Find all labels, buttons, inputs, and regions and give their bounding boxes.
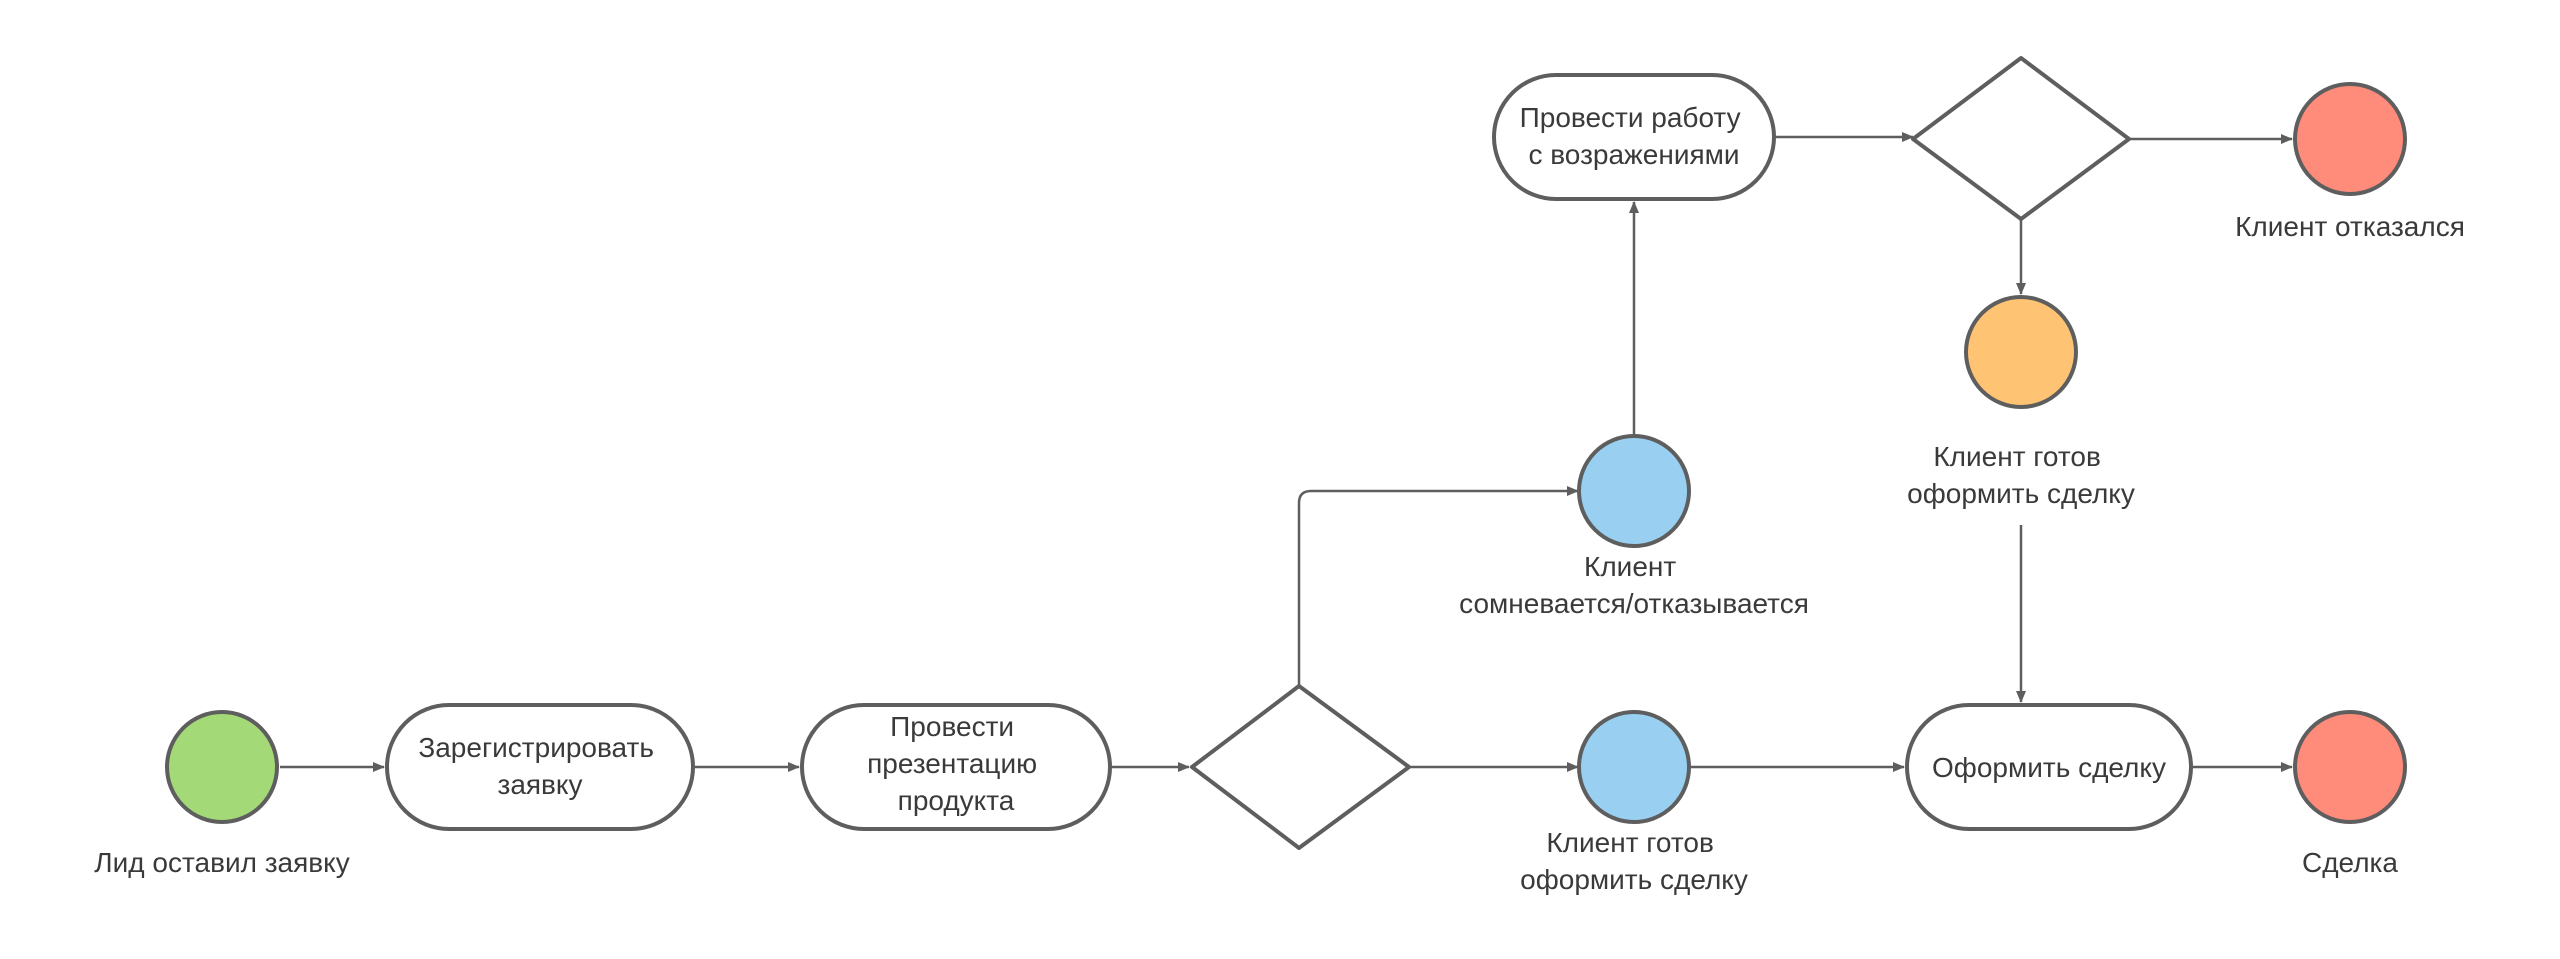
client-doubts-circle: [1577, 434, 1691, 548]
node-register: Зарегистрировать заявку: [385, 703, 695, 831]
objections-label: Провести работу с возражениями: [1520, 102, 1749, 170]
node-start: Лид оставил заявку: [94, 710, 350, 878]
presentation-label-line-1: Провести: [890, 711, 1014, 742]
presentation-label: Провести презентацию продукта: [867, 711, 1045, 816]
edge-decision1-clientdoubts: [1297, 486, 1579, 686]
client-ready-1-label: Клиент готов оформить сделку: [1520, 827, 1748, 895]
register-label: Зарегистрировать заявку: [418, 732, 661, 800]
decision-1-diamond: [1190, 684, 1411, 850]
presentation-label-line-3: продукта: [898, 785, 1015, 816]
node-client-doubts: Клиент сомневается/отказывается: [1459, 434, 1809, 619]
client-ready-2-label-line-1: Клиент готов: [1933, 441, 2100, 472]
objections-label-line-1: Провести работу: [1520, 102, 1741, 133]
objections-label-line-2: с возражениями: [1528, 139, 1739, 170]
node-client-refused: Клиент отказался: [2235, 82, 2465, 242]
client-ready-2-label: Клиент готов оформить сделку: [1907, 441, 2135, 509]
make-deal-label: Оформить сделку: [1932, 752, 2166, 783]
node-deal: Сделка: [2293, 710, 2407, 878]
client-refused-circle: [2293, 82, 2407, 196]
make-deal-box: [1905, 703, 2193, 831]
node-decision-1: [1190, 684, 1411, 850]
register-box: [385, 703, 695, 831]
register-label-line-2: заявку: [497, 769, 582, 800]
client-refused-label: Клиент отказался: [2235, 211, 2465, 242]
node-presentation: Провести презентацию продукта: [800, 703, 1112, 831]
node-client-ready-2: Клиент готов оформить сделку: [1907, 295, 2135, 509]
client-ready-2-label-line-2: оформить сделку: [1907, 478, 2135, 509]
client-doubts-label: Клиент сомневается/отказывается: [1459, 551, 1809, 619]
register-label-line-1: Зарегистрировать: [418, 732, 654, 763]
connectors: [280, 132, 2293, 772]
start-label: Лид оставил заявку: [94, 847, 349, 878]
objections-box: [1492, 73, 1776, 201]
node-decision-2: [1911, 56, 2131, 221]
client-ready-1-label-line-1: Клиент готов: [1546, 827, 1713, 858]
client-ready-1-circle: [1577, 710, 1691, 824]
decision-2-diamond: [1911, 56, 2131, 221]
start-circle: [165, 710, 279, 824]
client-doubts-label-line-1: Клиент: [1584, 551, 1676, 582]
presentation-box: [800, 703, 1112, 831]
client-ready-2-circle: [1964, 295, 2078, 409]
deal-label: Сделка: [2302, 847, 2398, 878]
node-objections: Провести работу с возражениями: [1492, 73, 1776, 201]
node-make-deal: Оформить сделку: [1905, 703, 2193, 831]
deal-circle: [2293, 710, 2407, 824]
client-ready-1-label-line-2: оформить сделку: [1520, 864, 1748, 895]
node-client-ready-1: Клиент готов оформить сделку: [1520, 710, 1748, 895]
client-doubts-label-line-2: сомневается/отказывается: [1459, 588, 1809, 619]
presentation-label-line-2: презентацию: [867, 748, 1037, 779]
